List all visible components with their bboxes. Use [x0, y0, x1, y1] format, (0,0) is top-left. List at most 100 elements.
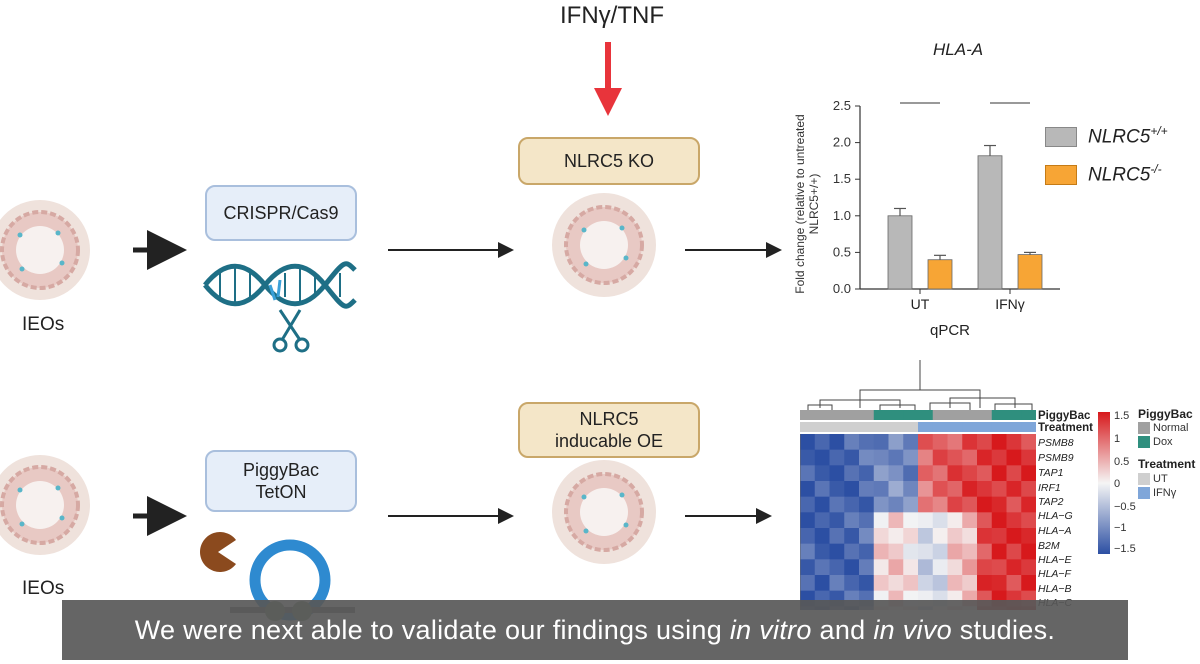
heatmap-cell	[873, 575, 889, 592]
heatmap-cell	[829, 465, 845, 482]
caption-part3: studies.	[951, 614, 1056, 645]
treatment-annotation-cell	[903, 422, 919, 432]
heatmap-cell	[829, 512, 845, 529]
heatmap-cell	[859, 465, 875, 482]
treatment-annotation-cell	[859, 422, 875, 432]
heatmap-cell	[829, 449, 845, 466]
heatmap-cell	[977, 512, 993, 529]
heatmap-cell	[1006, 575, 1022, 592]
y-tick-label: 0.5	[833, 244, 851, 259]
heatmap-cell	[888, 528, 904, 545]
heatmap-cell	[873, 449, 889, 466]
treatment-annotation-cell	[800, 422, 816, 432]
heatmap-cell	[1021, 496, 1036, 513]
heatmap-cell	[991, 449, 1007, 466]
heatmap-cell	[800, 528, 816, 545]
colorbar-tick: 1	[1114, 433, 1121, 445]
oe-box: NLRC5 inducable OE	[518, 402, 700, 458]
piggybac-label-line2: TetON	[255, 482, 307, 502]
piggybac-annotation-cell	[918, 410, 934, 420]
heatmap-cell	[991, 496, 1007, 513]
y-tick-label: 0.0	[833, 281, 851, 296]
treatment-annotation-cell	[1006, 422, 1022, 432]
heatmap-cell	[947, 449, 963, 466]
y-tick-label: 1.5	[833, 171, 851, 186]
heatmap-cell	[873, 559, 889, 576]
heatmap-cell	[991, 559, 1007, 576]
heatmap-cell	[829, 481, 845, 498]
oe-label-line2: inducable OE	[554, 431, 664, 451]
organoid-icon-top-left	[0, 200, 90, 300]
piggybac-annotation-cell	[1021, 410, 1036, 420]
heatmap-cell	[977, 575, 993, 592]
bar	[977, 155, 1003, 290]
crispr-box: CRISPR/Cas9	[205, 185, 357, 241]
heatmap-cell	[903, 496, 919, 513]
heatmap-cell	[903, 434, 919, 451]
heatmap-cell	[800, 543, 816, 560]
heatmap-cell	[962, 559, 978, 576]
heatmap-cell	[829, 575, 845, 592]
heatmap-cell	[1021, 575, 1036, 592]
heatmap-cell	[918, 465, 934, 482]
heatmap-cell	[888, 559, 904, 576]
crispr-label: CRISPR/Cas9	[223, 202, 339, 223]
heatmap-cell	[859, 449, 875, 466]
heatmap-cell	[859, 496, 875, 513]
heatmap-cell	[814, 496, 830, 513]
treatment-annotation-cell	[991, 422, 1007, 432]
treatment-annotation-cell	[829, 422, 845, 432]
heatmap-cell	[932, 496, 948, 513]
heatmap-cell	[814, 575, 830, 592]
heatmap-cell	[829, 434, 845, 451]
heatmap-cell	[873, 496, 889, 513]
heatmap-cell	[932, 449, 948, 466]
heatmap-cell	[947, 512, 963, 529]
organoid-icon-bottom-left	[0, 455, 90, 555]
heatmap-cell	[918, 434, 934, 451]
heatmap-cell	[918, 512, 934, 529]
bar	[887, 215, 913, 290]
heatmap-cell	[873, 543, 889, 560]
heatmap-cell	[1006, 481, 1022, 498]
heatmap-cell	[962, 512, 978, 529]
legend-swatch-wt	[1045, 127, 1077, 147]
heatmap-cell	[800, 512, 816, 529]
heatmap-row-label: HLA−A	[1038, 525, 1072, 537]
heatmap-cell	[1021, 559, 1036, 576]
heatmap-cell	[977, 496, 993, 513]
piggybac-annotation-cell	[844, 410, 860, 420]
heatmap-cell	[1006, 465, 1022, 482]
heatmap-cell	[859, 481, 875, 498]
treatment-annotation-cell	[962, 422, 978, 432]
heatmap-cell	[932, 512, 948, 529]
piggybac-box: PiggyBac TetON	[205, 450, 357, 512]
piggybac-annotation-cell	[859, 410, 875, 420]
colorbar-tick: 0	[1114, 478, 1121, 490]
heatmap-cell	[977, 449, 993, 466]
bar-chart: 0.00.51.01.52.02.5UT**IFNγ****	[833, 90, 1060, 312]
piggybac-annotation-cell	[932, 410, 948, 420]
treatment-annotation-cell	[888, 422, 904, 432]
heatmap-cell	[800, 481, 816, 498]
heatmap-cell	[1021, 449, 1036, 466]
heatmap-cell	[903, 465, 919, 482]
heatmap-grid	[800, 410, 1036, 610]
treatment-annotation-cell	[1021, 422, 1036, 432]
heatmap-row-label: PSMB8	[1038, 437, 1074, 449]
heatmap-cell	[844, 496, 860, 513]
heatmap-cell	[918, 575, 934, 592]
heatmap-cell	[932, 434, 948, 451]
piggybac-annotation-cell	[800, 410, 816, 420]
dna-scissors-icon	[203, 261, 357, 353]
annotation-label-piggybac: PiggyBac	[1038, 410, 1091, 422]
heatmap-cell	[903, 543, 919, 560]
stimulus-label: IFNγ/TNF	[560, 2, 664, 29]
heatmap-cell	[962, 575, 978, 592]
heatmap-cell	[888, 481, 904, 498]
heatmap-cell	[977, 481, 993, 498]
legend-piggybac-title: PiggyBac	[1138, 407, 1193, 421]
heatmap-cell	[844, 434, 860, 451]
heatmap-cell	[888, 434, 904, 451]
heatmap-cell	[859, 575, 875, 592]
